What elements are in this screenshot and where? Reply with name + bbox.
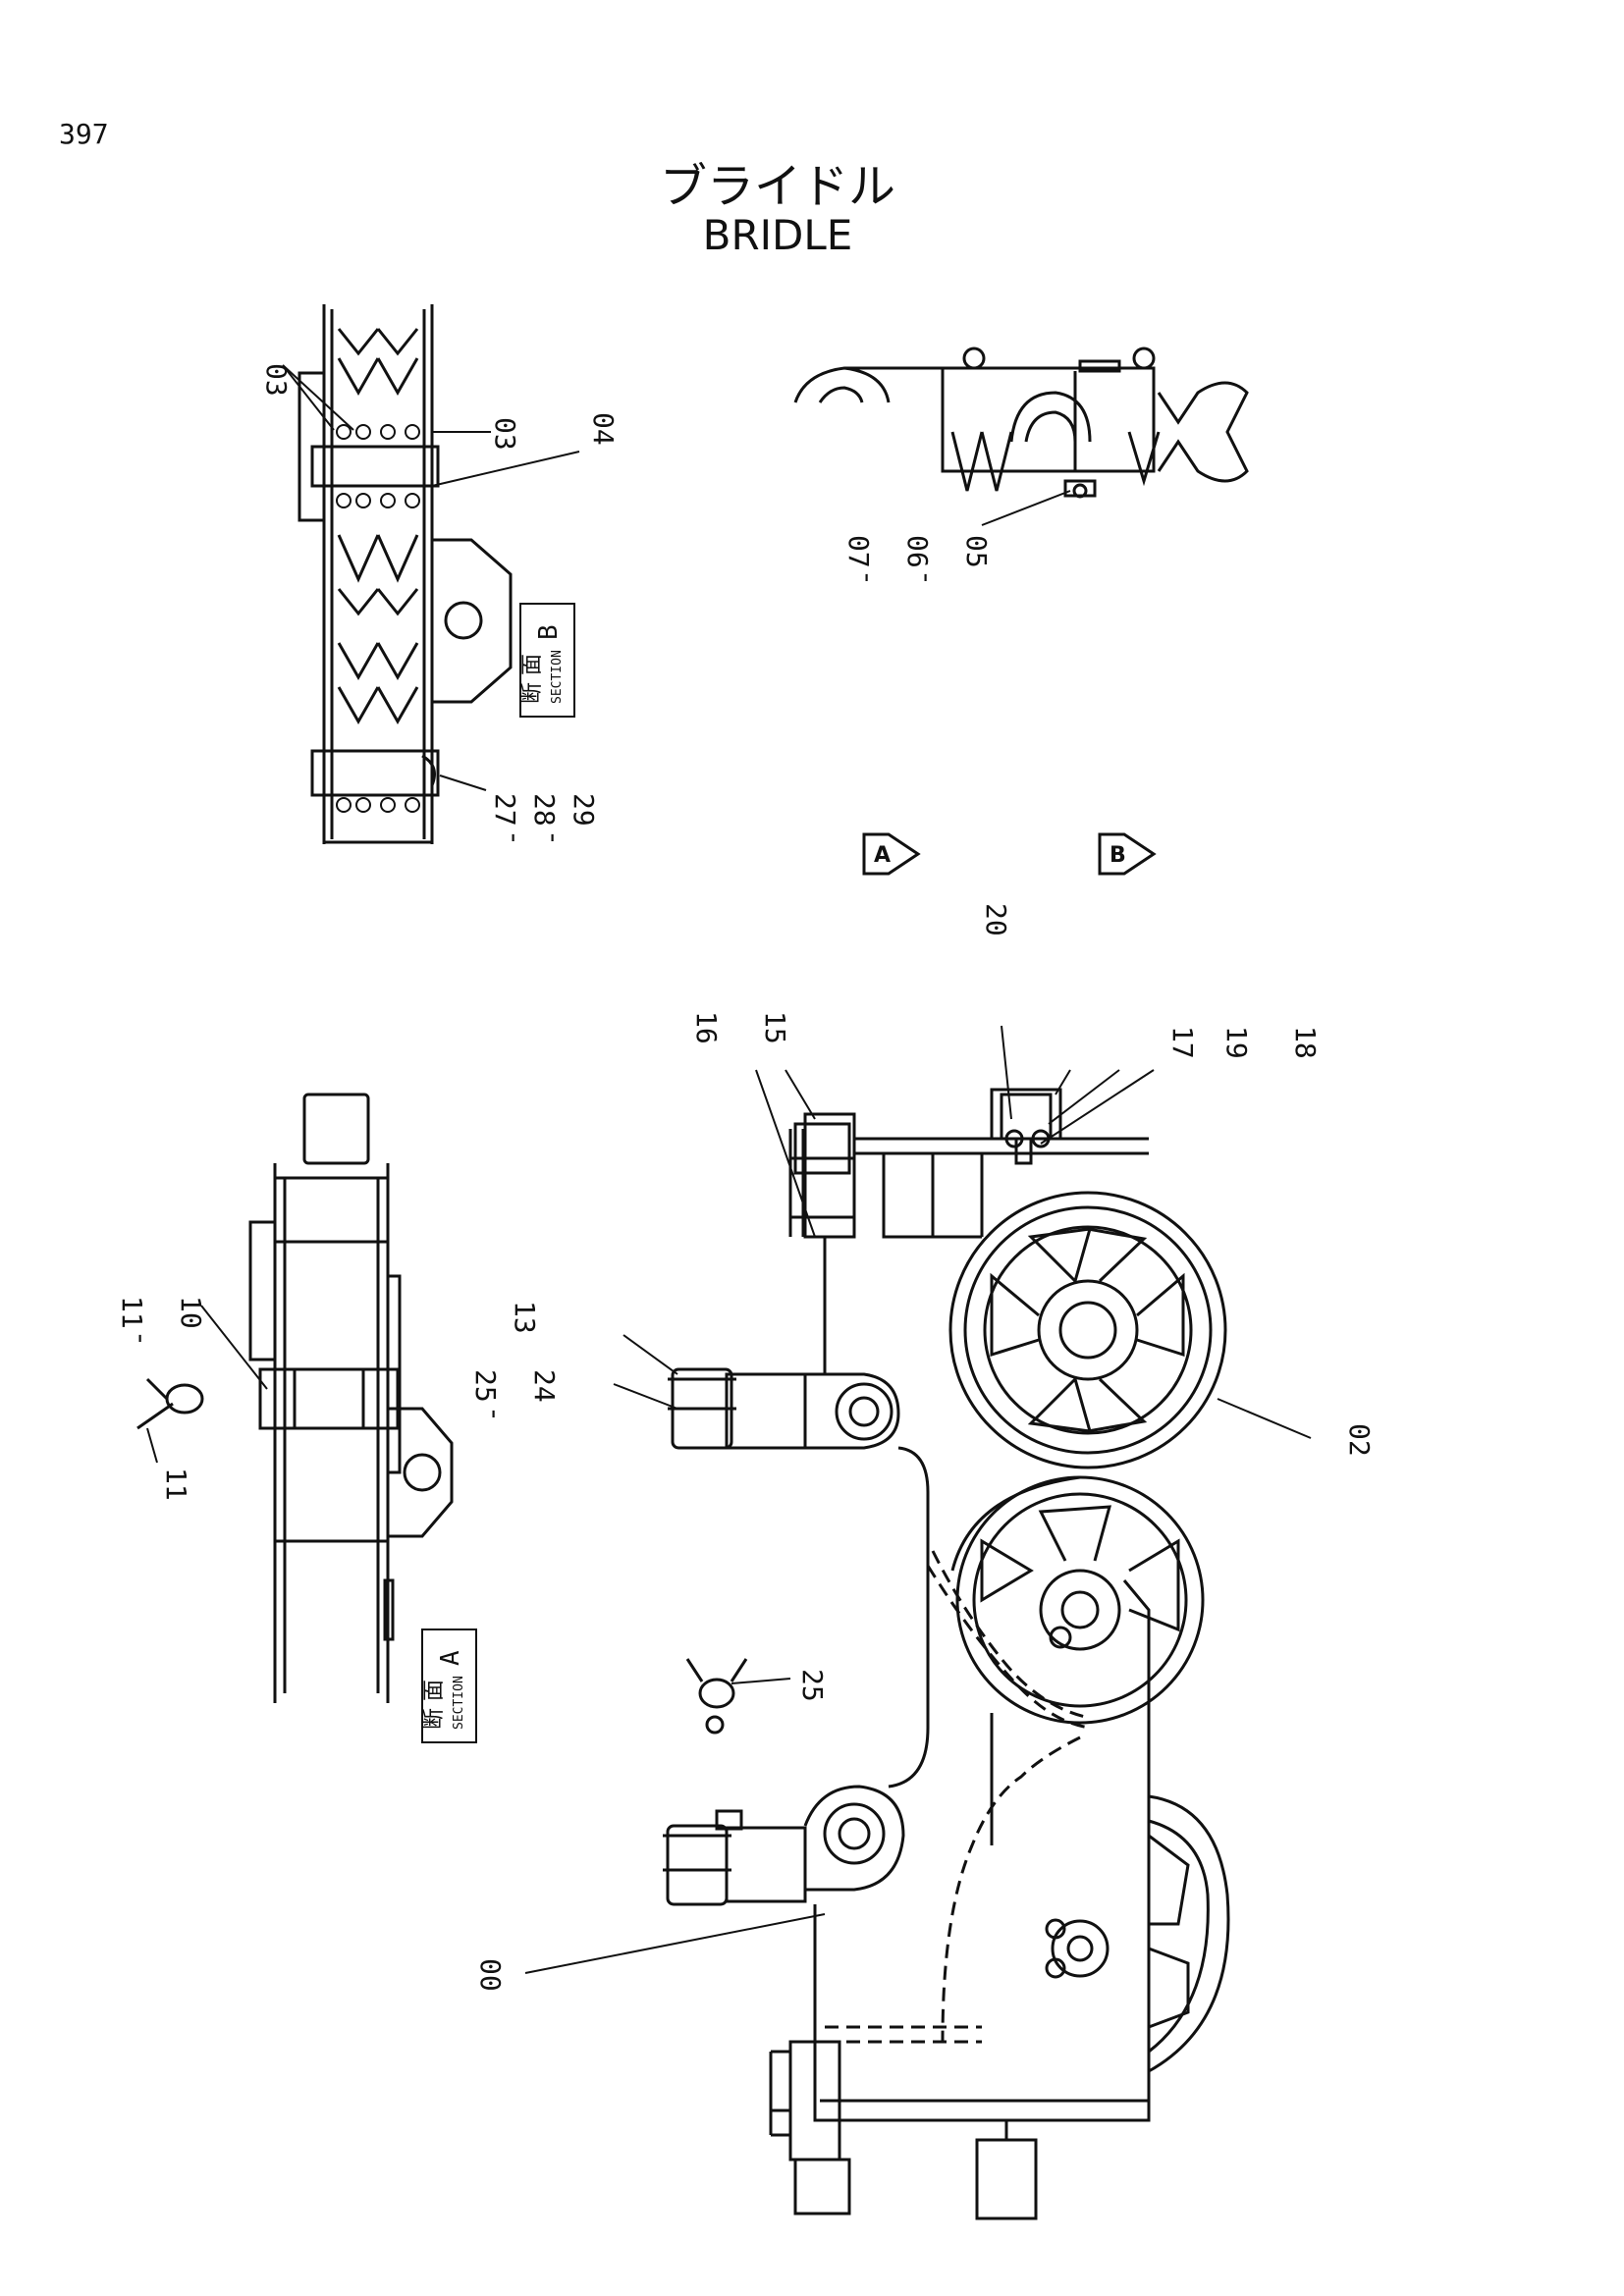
callout-00: 00 <box>474 1958 507 1992</box>
main-leaders <box>524 1025 1312 1974</box>
view-arrow-a: A <box>862 832 921 876</box>
svg-text:B: B <box>534 624 564 640</box>
view-arrow-b: B <box>1098 832 1157 876</box>
separator: - <box>499 829 531 846</box>
callout-03a: 03 <box>260 363 293 397</box>
callout-02: 02 <box>1343 1423 1376 1457</box>
callout-03b: 03 <box>489 417 521 451</box>
section-a-view <box>248 1093 454 1703</box>
callout-04: 04 <box>587 412 620 446</box>
separator: - <box>852 569 885 586</box>
callout-24: 24 <box>528 1369 561 1403</box>
callout-28: 28 <box>528 793 561 827</box>
title-japanese: ブライドル <box>659 159 895 214</box>
svg-text:断 面: 断 面 <box>520 654 545 704</box>
callout-06: 06 <box>901 535 934 568</box>
callout-17: 17 <box>1166 1026 1199 1059</box>
callout-16: 16 <box>690 1011 723 1044</box>
section-a-label: 断 面 SECTION A <box>421 1629 477 1743</box>
callout-05: 05 <box>960 535 993 568</box>
svg-text:断 面: 断 面 <box>422 1680 447 1730</box>
section-b-label: 断 面 SECTION B <box>519 603 575 718</box>
r-pin-section-a <box>136 1377 204 1430</box>
callout-11a: 11 <box>116 1296 148 1329</box>
separator: - <box>538 829 570 846</box>
callout-10: 10 <box>175 1296 207 1329</box>
top-right-leaders <box>981 490 1071 526</box>
svg-text:B: B <box>1110 843 1126 868</box>
section-b-leaders <box>282 364 580 791</box>
title-english: BRIDLE <box>702 211 853 259</box>
callout-18: 18 <box>1289 1026 1322 1059</box>
callout-25a: 25 <box>469 1369 502 1403</box>
svg-text:A: A <box>874 843 891 868</box>
callout-15: 15 <box>759 1011 791 1044</box>
callout-20: 20 <box>980 903 1012 936</box>
top-right-view <box>793 347 1249 499</box>
section-b-view <box>298 304 513 844</box>
separator: - <box>911 569 944 586</box>
main-assembly-view <box>663 1088 1230 2220</box>
separator: - <box>479 1406 512 1422</box>
callout-29: 29 <box>568 793 600 827</box>
callout-07: 07 <box>842 535 875 568</box>
separator: - <box>126 1330 158 1347</box>
r-pin-main <box>685 1658 748 1735</box>
callout-27: 27 <box>489 793 521 827</box>
svg-text:A: A <box>436 1650 465 1666</box>
section-a-leaders <box>146 1305 268 1464</box>
callout-13: 13 <box>509 1301 541 1334</box>
callout-11b: 11 <box>160 1468 192 1501</box>
callout-19: 19 <box>1220 1026 1253 1059</box>
svg-text:SECTION: SECTION <box>550 650 565 704</box>
callout-25b: 25 <box>796 1669 829 1702</box>
svg-text:SECTION: SECTION <box>452 1676 466 1730</box>
page-number: 397 <box>59 118 109 150</box>
